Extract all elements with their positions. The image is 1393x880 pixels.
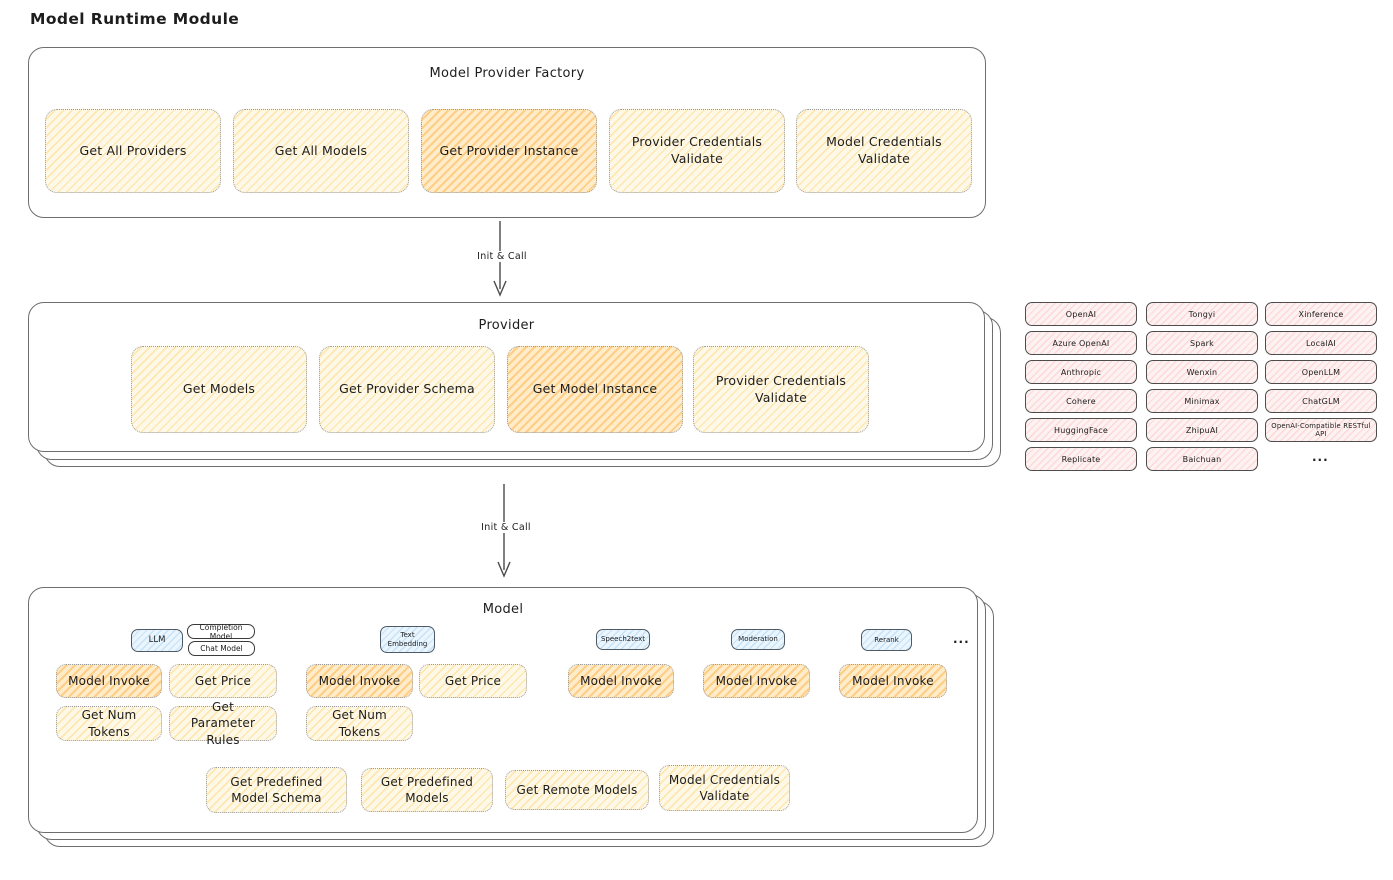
provider-xinference: Xinference: [1265, 302, 1377, 326]
model-box: Model LLM Completion Model Chat Model Te…: [28, 587, 978, 833]
tag-completion-model: Completion Model: [187, 623, 255, 641]
provider-zhipuai: ZhipuAI: [1146, 418, 1258, 442]
node-get-parameter-rules: Get Parameter Rules: [169, 700, 277, 747]
tag-chat-model: Chat Model: [188, 641, 255, 656]
provider-huggingface: HuggingFace: [1025, 418, 1137, 442]
provider-catalog-ellipsis: ...: [1312, 450, 1329, 464]
node-model-invoke-embedding: Model Invoke: [306, 664, 413, 698]
provider-minimax: Minimax: [1146, 389, 1258, 413]
node-get-all-models: Get All Models: [233, 109, 409, 193]
node-get-all-providers: Get All Providers: [45, 109, 221, 193]
node-model-credentials-validate-2: Model Credentials Validate: [659, 765, 790, 811]
provider-openai: OpenAI: [1025, 302, 1137, 326]
node-get-provider-instance: Get Provider Instance: [421, 109, 597, 193]
provider-localai: LocalAI: [1265, 331, 1377, 355]
node-get-remote-models: Get Remote Models: [505, 770, 649, 810]
provider-cohere: Cohere: [1025, 389, 1137, 413]
tag-text-embedding: Text Embedding: [380, 626, 435, 653]
node-model-invoke-rerank: Model Invoke: [839, 664, 947, 698]
node-provider-credentials-validate: Provider Credentials Validate: [609, 109, 785, 193]
arrow1-label: Init & Call: [462, 251, 542, 262]
node-get-num-tokens-llm: Get Num Tokens: [56, 706, 162, 741]
node-get-price-llm: Get Price: [169, 664, 277, 698]
provider-baichuan: Baichuan: [1146, 447, 1258, 471]
node-model-invoke-moderation: Model Invoke: [703, 664, 810, 698]
provider-box: Provider Get Models Get Provider Schema …: [28, 302, 985, 452]
node-get-price-embedding: Get Price: [419, 664, 527, 698]
provider-openllm: OpenLLM: [1265, 360, 1377, 384]
provider-openai-compatible: OpenAI-Compatible RESTful API: [1265, 418, 1377, 442]
factory-box: Model Provider Factory Get All Providers…: [28, 47, 986, 218]
provider-anthropic: Anthropic: [1025, 360, 1137, 384]
tag-llm: LLM: [131, 629, 183, 652]
provider-tongyi: Tongyi: [1146, 302, 1258, 326]
node-model-invoke-speech2text: Model Invoke: [568, 664, 674, 698]
model-tags-ellipsis: ...: [953, 632, 970, 646]
arrow2-label: Init & Call: [466, 522, 546, 533]
provider-wenxin: Wenxin: [1146, 360, 1258, 384]
provider-chatglm: ChatGLM: [1265, 389, 1377, 413]
provider-azure-openai: Azure OpenAI: [1025, 331, 1137, 355]
page-title: Model Runtime Module: [30, 10, 240, 28]
node-model-invoke-llm: Model Invoke: [56, 664, 162, 698]
node-provider-credentials-validate-2: Provider Credentials Validate: [693, 346, 869, 433]
provider-spark: Spark: [1146, 331, 1258, 355]
node-get-predefined-models: Get Predefined Models: [361, 768, 493, 812]
factory-title: Model Provider Factory: [429, 66, 585, 81]
node-get-models: Get Models: [131, 346, 307, 433]
provider-title: Provider: [478, 318, 535, 333]
tag-speech2text: Speech2text: [596, 629, 650, 650]
node-get-predefined-model-schema: Get Predefined Model Schema: [206, 767, 347, 813]
node-get-model-instance: Get Model Instance: [507, 346, 683, 433]
node-get-num-tokens-embedding: Get Num Tokens: [306, 706, 413, 741]
tag-moderation: Moderation: [731, 629, 785, 650]
provider-replicate: Replicate: [1025, 447, 1137, 471]
node-get-provider-schema: Get Provider Schema: [319, 346, 495, 433]
node-model-credentials-validate: Model Credentials Validate: [796, 109, 972, 193]
model-title: Model: [482, 602, 524, 617]
tag-rerank: Rerank: [861, 629, 912, 651]
